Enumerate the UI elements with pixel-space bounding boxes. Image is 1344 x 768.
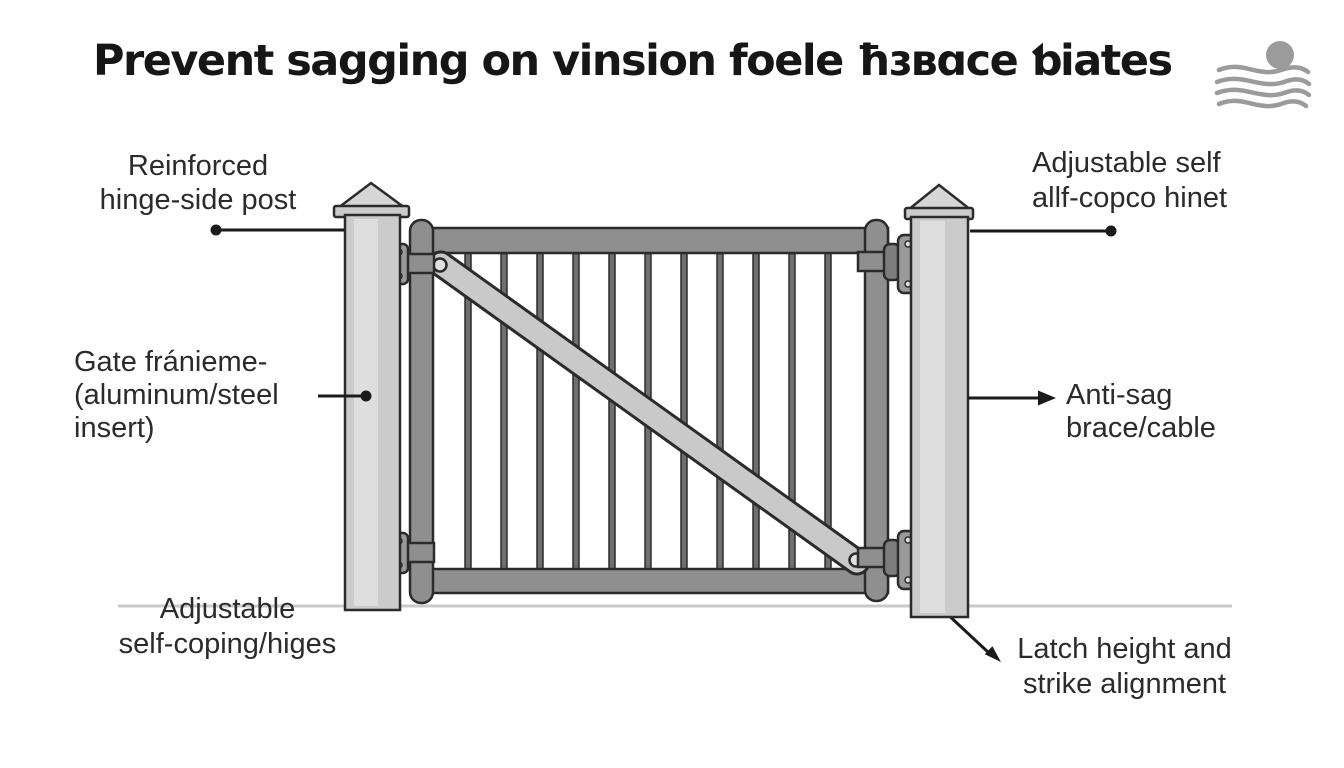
gate-bar	[680, 252, 688, 572]
label-line: Adjustable	[159, 593, 296, 625]
leader-dot-icon	[1105, 225, 1117, 237]
brace-bolt	[432, 257, 448, 273]
label-hinge-side-post: Reinforced hinge-side post	[78, 149, 318, 217]
label-line: Latch height and	[1017, 633, 1232, 665]
label-line: allf-copco hinet	[1032, 182, 1228, 214]
leader-dot-icon	[360, 390, 372, 402]
post-cap-icon	[334, 181, 409, 210]
gate-bar	[536, 252, 544, 572]
label-adjustable-hinge: Adjustable self allf-copco hinet	[1032, 146, 1227, 216]
label-gate-frame: Gate fránieme- (aluminum/steel insert)	[74, 346, 279, 445]
gate-bar	[608, 252, 616, 572]
arrowhead-icon	[984, 646, 1001, 662]
post-cap-icon	[904, 183, 975, 212]
label-line: Adjustable self	[1032, 147, 1221, 179]
label-self-coping-hinges: Adjustable self-coping/higes	[85, 592, 370, 662]
leader-lines	[210, 224, 1117, 662]
label-line: self-coping/higes	[118, 628, 337, 660]
gate-bar	[752, 252, 760, 572]
hinge-side-post	[332, 181, 411, 612]
gate-right-stile	[863, 218, 890, 603]
label-anti-sag-brace: Anti-sag brace/cable	[1066, 379, 1216, 445]
label-line: brace/cable	[1066, 412, 1216, 444]
gate-left-stile	[408, 218, 435, 605]
label-latch-alignment: Latch height and strike alignment	[1002, 632, 1247, 702]
label-line: Anti-sag	[1066, 379, 1173, 411]
gate-bar	[716, 252, 724, 572]
label-line: (aluminum/steel	[74, 379, 279, 411]
gate	[389, 218, 921, 605]
leader-dot-icon	[210, 224, 222, 236]
label-line: Gate fránieme-	[74, 346, 268, 378]
label-line: Reinforced	[127, 150, 269, 182]
label-line: insert)	[74, 412, 155, 444]
label-line: hinge-side post	[99, 184, 297, 216]
fence-posts	[332, 181, 975, 619]
latch-side-post	[903, 183, 975, 619]
label-line: strike alignment	[1022, 668, 1227, 700]
gate-top-rail	[419, 226, 890, 255]
wave-logo-icon	[1214, 41, 1312, 109]
page-title: Prevent sagging on vinsion foele ħɜвɑce …	[93, 36, 1173, 86]
gate-bottom-rail	[419, 567, 890, 595]
arrowhead-icon	[1038, 390, 1056, 406]
gate-bar	[572, 252, 580, 572]
